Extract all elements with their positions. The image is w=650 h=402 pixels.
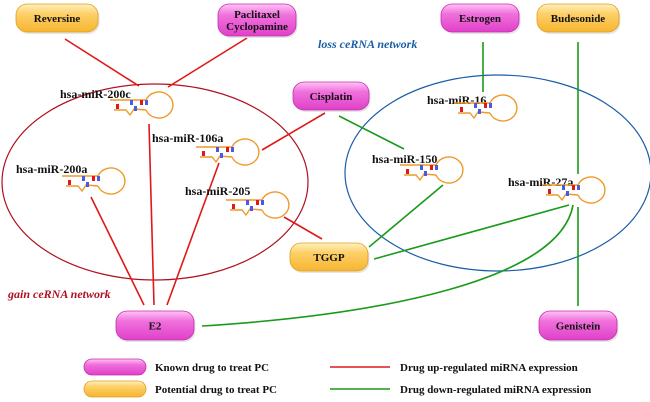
mirna-mir200c: hsa-miR-200c <box>60 87 174 119</box>
legend-up-regulated-label: Drug up-regulated miRNA expression <box>400 362 578 374</box>
drug-node-tggp: TGGP <box>289 242 370 273</box>
legend-down-regulated-label: Drug down-regulated miRNA expression <box>400 384 591 396</box>
drug-label: Genistein <box>556 321 601 333</box>
legend-potential-drug-label: Potential drug to treat PC <box>155 384 277 396</box>
drug-label: Paclitaxel <box>234 9 280 21</box>
mirna-mir200a: hsa-miR-200a <box>16 162 126 195</box>
edge-cisplatin-to-mir106a <box>261 112 326 151</box>
edge-reversine-to-mir200c <box>64 38 140 87</box>
mirna-hairpin-icon <box>196 138 260 166</box>
edge-e2-to-mir200c <box>148 123 155 306</box>
loss-network-label: loss ceRNA network <box>318 37 417 51</box>
drug-node-cisplatin: Cisplatin <box>292 81 371 112</box>
drug-label: Estrogen <box>459 13 501 25</box>
drug-label: Cisplatin <box>310 91 353 103</box>
legend: Known drug to treat PC Potential drug to… <box>83 358 591 398</box>
mirna-mir27a: hsa-miR-27a <box>508 175 606 204</box>
mirna-label: hsa-miR-106a <box>152 131 223 145</box>
mirna-hairpin-icon <box>62 167 126 195</box>
gain-network-label: gain ceRNA network <box>7 287 111 301</box>
drug-node-genistein: Genistein <box>538 310 619 342</box>
mirna-mir16: hsa-miR-16 <box>427 93 518 122</box>
drug-label: Reversine <box>34 13 81 25</box>
loss-network-ellipse <box>344 74 650 272</box>
drug-label: Budesonide <box>551 13 606 25</box>
edge-tggp-to-mir27a <box>373 204 570 260</box>
drug-label: Cyclopamine <box>226 21 288 33</box>
legend-potential-drug-swatch <box>83 380 147 398</box>
mirna-mir106a: hsa-miR-106a <box>152 131 260 166</box>
mirna-mir150: hsa-miR-150 <box>372 152 464 184</box>
mirna-label: hsa-miR-200a <box>16 162 87 176</box>
edge-cisplatin-to-mir150 <box>338 115 405 150</box>
mirna-hairpin-icon <box>110 91 174 119</box>
drug-label: E2 <box>149 321 162 333</box>
edge-paclitaxel-to-mir200c <box>167 37 248 88</box>
legend-known-drug-swatch <box>83 358 147 376</box>
mirna-hairpin-icon <box>454 94 518 122</box>
mirnas: hsa-miR-200c hsa-miR-106a hsa-miR-200a hsa-… <box>16 87 606 219</box>
mirna-hairpin-icon <box>400 156 464 184</box>
edge-tggp-to-mir150 <box>368 184 444 248</box>
edges <box>64 37 579 327</box>
edge-tggp-to-mir205 <box>283 216 323 240</box>
edge-e2-to-mir200a <box>90 196 145 306</box>
mirna-label: hsa-miR-205 <box>185 184 250 198</box>
mirna-hairpin-icon <box>542 176 606 204</box>
drug-label: TGGP <box>313 252 344 264</box>
drug-node-budesonide: Budesonide <box>536 3 621 34</box>
mirna-label: hsa-miR-16 <box>427 93 486 107</box>
gain-network-ellipse <box>1 83 309 281</box>
mirna-label: hsa-miR-150 <box>372 152 437 166</box>
legend-known-drug-label: Known drug to treat PC <box>155 362 269 374</box>
edge-e2-to-mir27a <box>201 204 574 327</box>
mirna-hairpin-icon <box>226 191 290 219</box>
drug-node-reversine: Reversine <box>15 3 100 34</box>
mirna-label: hsa-miR-200c <box>60 87 131 101</box>
drug-node-estrogen: Estrogen <box>440 3 521 34</box>
edge-e2-to-mir106a <box>166 162 220 306</box>
drug-node-e2: E2 <box>115 310 196 342</box>
mirna-mir205: hsa-miR-205 <box>185 184 290 219</box>
